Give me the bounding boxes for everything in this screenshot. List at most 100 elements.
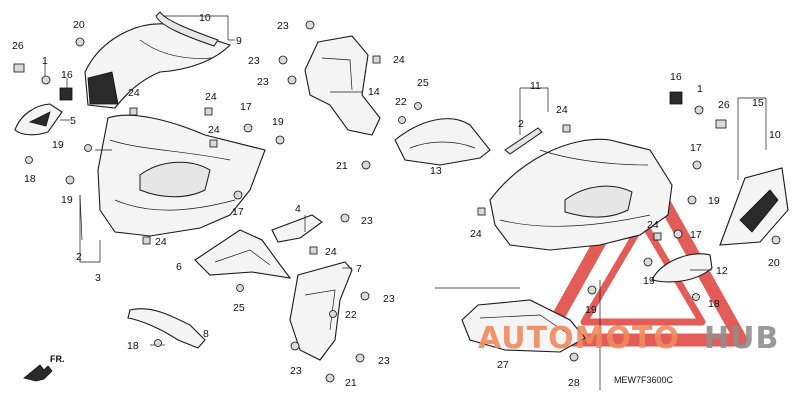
screw-21-b <box>325 373 335 383</box>
callout-20-right: 20 <box>768 257 780 269</box>
callout-24-f: 24 <box>325 246 337 258</box>
bolt-22-a <box>398 116 406 124</box>
callout-21-b: 21 <box>345 377 357 389</box>
callout-23-a: 23 <box>277 20 289 32</box>
bolt-23-d <box>340 213 350 223</box>
part-mirror-cover-right <box>651 253 713 283</box>
callout-19-f: 19 <box>585 304 597 316</box>
bolt-19-a <box>84 144 92 152</box>
callout-17-c: 17 <box>690 142 702 154</box>
callout-23-b: 23 <box>248 55 260 67</box>
callout-28: 28 <box>568 377 580 389</box>
part-strip-8 <box>127 308 206 349</box>
callout-27: 27 <box>497 359 509 371</box>
callout-24-g: 24 <box>470 228 482 240</box>
callout-24-i: 24 <box>647 219 659 231</box>
bolt-19-d <box>687 195 697 205</box>
callout-24-d: 24 <box>155 236 167 248</box>
bolt-18-c <box>692 293 700 301</box>
callout-18-c: 18 <box>708 298 720 310</box>
bolt-19-e <box>643 257 653 267</box>
screw-21-a <box>361 160 371 170</box>
callout-25-b: 25 <box>233 302 245 314</box>
grommet-16-left <box>59 87 73 101</box>
clip-24-e <box>372 55 381 64</box>
callout-24-c: 24 <box>208 124 220 136</box>
front-direction-arrow: FR. <box>23 354 65 382</box>
callout-15: 15 <box>752 97 764 109</box>
callout-24-b: 24 <box>205 91 217 103</box>
bolt-22-b <box>329 310 337 318</box>
part-upper-right-cowl <box>719 167 789 246</box>
callout-9: 9 <box>236 35 242 47</box>
callout-23-f: 23 <box>378 355 390 367</box>
part-mirror-cover <box>14 103 63 136</box>
callout-17-d: 17 <box>690 229 702 241</box>
callout-16-right: 16 <box>670 71 682 83</box>
callout-22-a: 22 <box>395 96 407 108</box>
part-under-cover-27 <box>435 287 586 353</box>
callout-19-a: 19 <box>52 139 64 151</box>
callout-21-a: 21 <box>336 160 348 172</box>
callout-23-e: 23 <box>383 293 395 305</box>
bolt-23-c <box>287 75 297 85</box>
bolt-20-left <box>75 37 85 47</box>
clip-24-a <box>129 107 138 116</box>
bolt-23-a <box>305 20 315 30</box>
watermark-logo: AUTOMOTO HUB <box>478 321 779 356</box>
bolt-26-right <box>715 119 727 129</box>
callout-25-a: 25 <box>417 77 429 89</box>
callout-12: 12 <box>716 265 728 277</box>
fasteners <box>13 20 781 383</box>
callout-7: 7 <box>356 263 362 275</box>
callout-23-g: 23 <box>290 365 302 377</box>
callout-18-left: 18 <box>24 173 36 185</box>
callout-19-e: 19 <box>643 275 655 287</box>
part-inner-panel-14 <box>304 35 381 136</box>
callout-16-left: 16 <box>61 69 73 81</box>
clip-24-d <box>142 236 151 245</box>
callout-10-right: 10 <box>769 129 781 141</box>
callout-19-d: 19 <box>708 195 720 207</box>
grommet-16-right <box>669 91 683 105</box>
callout-26-right: 26 <box>718 99 730 111</box>
callout-17-a: 17 <box>240 101 252 113</box>
washer-1-left <box>41 75 51 85</box>
bolt-20-right <box>771 235 781 245</box>
callout-13: 13 <box>430 165 442 177</box>
grommet-17-a <box>243 123 253 133</box>
callout-24-h: 24 <box>556 104 568 116</box>
callout-23-c: 23 <box>257 76 269 88</box>
part-left-main-fairing <box>79 114 266 241</box>
watermark-word-a: AUTOMOTO <box>478 321 680 356</box>
callout-1-left: 1 <box>42 55 48 67</box>
watermark-word-b: HUB <box>704 321 779 356</box>
front-label: FR. <box>50 354 65 364</box>
callout-14: 14 <box>368 86 380 98</box>
callout-22-b: 22 <box>345 309 357 321</box>
callout-24-e: 24 <box>393 54 405 66</box>
washer-1-right <box>694 105 704 115</box>
clip-24-h <box>562 124 571 133</box>
callout-11: 11 <box>530 80 541 92</box>
callout-3: 3 <box>95 272 101 284</box>
callout-8: 8 <box>203 328 209 340</box>
callout-20-left: 20 <box>73 19 85 31</box>
callout-19-c: 19 <box>272 116 284 128</box>
bolt-19-f <box>587 285 597 295</box>
callout-17-b: 17 <box>232 206 244 218</box>
grommet-17-d <box>673 229 683 239</box>
callout-2-left: 2 <box>76 251 82 263</box>
clip-25-b <box>236 284 244 292</box>
callout-10-left: 10 <box>199 12 211 24</box>
bolt-28 <box>569 352 579 362</box>
callout-1-right: 1 <box>697 83 703 95</box>
callout-19-b: 19 <box>61 194 73 206</box>
callout-6: 6 <box>176 261 182 273</box>
grommet-17-c <box>692 160 702 170</box>
clip-24-b <box>204 107 213 116</box>
bolt-23-b <box>278 55 288 65</box>
bolt-19-c <box>275 135 285 145</box>
